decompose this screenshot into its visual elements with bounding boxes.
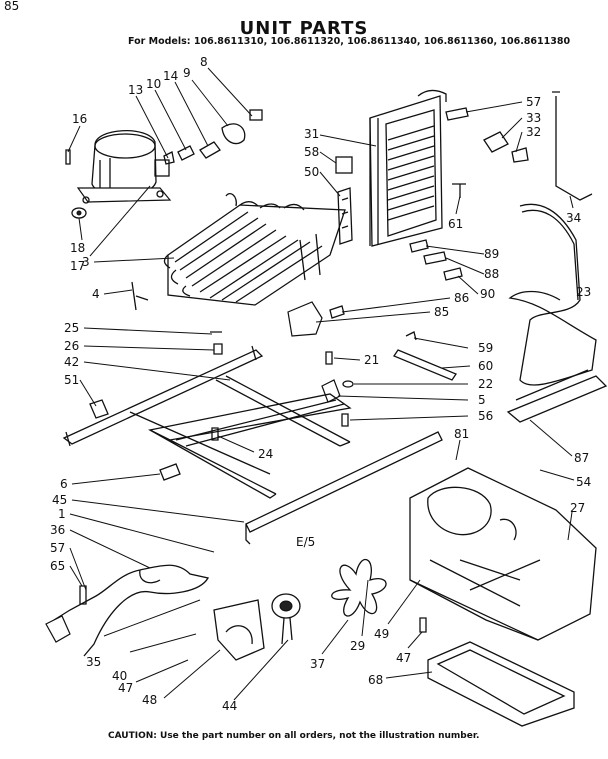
callout: 56 [478,409,493,423]
callout: 57 [526,95,541,109]
clip-drawing [329,305,345,319]
callout: 81 [454,427,469,441]
callout: 34 [566,211,581,225]
callout: 35 [86,655,101,669]
clip-parts-drawing [445,107,529,198]
relay-box-drawing [287,301,323,337]
callout: 51 [64,373,79,387]
base-housing-drawing [409,467,597,641]
fan-motor-drawing [271,593,301,645]
screws-drawing [321,351,354,427]
callout: 17 [70,259,85,273]
callout: 61 [448,217,463,231]
callout: 37 [310,657,325,671]
callout: 8 [200,55,208,69]
thermostat-tube-drawing [552,91,593,201]
clips-drawing [210,331,223,355]
drain-pan-drawing [427,641,575,727]
callout: 5 [478,393,486,407]
evaporator-coil-drawing [163,192,346,306]
cover-plate-drawing [335,156,353,174]
callout: 68 [368,673,383,687]
callout: 47 [396,651,411,665]
callout: 10 [146,77,161,91]
callout: 50 [304,165,319,179]
callout: 47 [118,681,133,695]
callout: 54 [576,475,591,489]
callout: 86 [454,291,469,305]
callout: 49 [374,627,389,641]
callout: 45 [52,493,67,507]
callout: 23 [576,285,591,299]
callout: 31 [304,127,319,141]
callout: 89 [484,247,499,261]
leader-lines [67,67,575,701]
callout: 85 [434,305,449,319]
callout: 13 [128,83,143,97]
callout: 14 [163,69,178,83]
drain-tube-drawing [131,281,149,311]
motor-bracket-drawing [213,599,265,661]
callout: 3 [82,255,90,269]
callout-numbers: 8 9 14 10 13 16 18 17 31 58 50 57 33 32 … [50,55,591,713]
model-list: For Models: 106.8611310, 106.8611320, 10… [128,36,571,47]
callout: 1 [58,507,66,521]
fittings-drawing [409,239,463,281]
callout: 60 [478,359,493,373]
callout: 6 [60,477,68,491]
rail-drawing [245,431,443,545]
callout: 58 [304,145,319,159]
callout: 25 [64,321,79,335]
callout: 36 [50,523,65,537]
screw-24-drawing [211,427,219,441]
callout: 48 [142,693,157,707]
page-title: UNIT PARTS [239,18,369,39]
callout: 16 [72,112,87,126]
callout: 44 [222,699,237,713]
callout: 42 [64,355,79,369]
callout: 26 [64,339,79,353]
water-line-inner [521,209,579,301]
plug-drawing [45,615,71,643]
bracket-drawing [337,187,353,245]
callout: 24 [258,447,273,461]
mounting-bracket-drawing [506,369,608,423]
corner-mark: 85 [4,0,19,13]
callout: 90 [480,287,495,301]
callout: 21 [364,353,379,367]
callout: 27 [570,501,585,515]
callout: 33 [526,111,541,125]
callout: 57 [50,541,65,555]
screw-grommet-drawing [65,149,87,219]
callout: 32 [526,125,541,139]
callout: 59 [478,341,493,355]
callout: 40 [112,669,127,683]
screw-47-drawing [419,617,427,633]
callout: 88 [484,267,499,281]
clip-6-drawing [159,463,181,481]
caution-note: CAUTION: Use the part number on all orde… [108,731,480,741]
frame-drawing [62,345,352,499]
damper-drawing [89,399,109,419]
condenser-drawing [369,89,447,247]
callout: 22 [478,377,493,391]
relay-parts-drawing [163,109,263,165]
callout: 29 [350,639,365,653]
power-cord-drawing [53,564,210,657]
callout: 18 [70,241,85,255]
callout: 9 [183,66,191,80]
fan-blade-drawing [331,559,387,617]
defrost-heater-drawing [393,331,457,381]
figure-mark: E/5 [296,535,315,549]
callout: 4 [92,287,100,301]
callout: 87 [574,451,589,465]
callout: 65 [50,559,65,573]
water-line-drawing [508,203,597,386]
compressor-drawing [76,130,172,204]
